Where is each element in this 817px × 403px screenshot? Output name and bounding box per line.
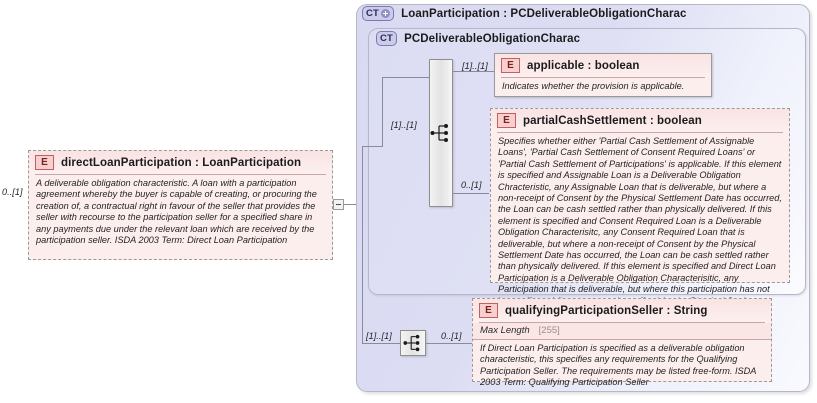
facet-name: Max Length (480, 325, 530, 336)
connector-sequence-to-applicable (453, 71, 495, 72)
connector-upper-to-sequence (382, 77, 430, 78)
element-badge-icon: E (497, 113, 516, 128)
element-description: A deliverable obligation characteristic.… (36, 178, 317, 246)
element-directLoanParticipation[interactable]: E directLoanParticipation : LoanParticip… (28, 150, 333, 260)
complex-type-icon[interactable]: CT (376, 31, 398, 46)
element-partialCashSettlement[interactable]: E partialCashSettlement : boolean Specif… (490, 108, 790, 317)
complex-type-expand-icon[interactable]: CT (362, 6, 395, 21)
element-badge-icon: E (479, 303, 498, 318)
element-title: directLoanParticipation : LoanParticipat… (61, 156, 302, 169)
element-title: partialCashSettlement : boolean (523, 114, 702, 127)
connector-toggle-to-trunk (344, 204, 362, 205)
facet-value: [255] (538, 325, 560, 336)
outer-panel-title: LoanParticipation : PCDeliverableObligat… (401, 7, 687, 20)
element-badge-icon: E (501, 58, 520, 73)
element-description: Specifies whether either 'Partial Cash S… (498, 136, 782, 317)
lower-sequence-cardinality: [1]..[1] (366, 331, 392, 341)
applicable-cardinality: [1]..[1] (462, 61, 488, 71)
left-element-cardinality: 0..[1] (2, 187, 23, 197)
upper-sequence-cardinality: [1]..[1] (391, 120, 417, 130)
connector-branch-upper (362, 146, 382, 147)
element-title: applicable : boolean (527, 59, 640, 72)
sequence-icon-upper[interactable] (429, 59, 453, 207)
plus-icon (381, 9, 391, 18)
qualifying-cardinality: 0..[1] (441, 331, 462, 341)
element-header: E qualifyingParticipationSeller : String (473, 299, 771, 322)
inner-panel-title: PCDeliverableObligationCharac (404, 32, 581, 45)
badge-ct-text: CT (380, 33, 394, 44)
inner-panel-label: CT PCDeliverableObligationCharac (376, 31, 580, 46)
element-header: E applicable : boolean (495, 54, 711, 77)
connector-trunk-vertical (362, 146, 363, 343)
connector-branch-upper-riser (382, 77, 383, 147)
partialcash-cardinality: 0..[1] (461, 180, 482, 190)
element-header: E directLoanParticipation : LoanParticip… (29, 151, 332, 174)
connector-sequence-to-qualifying (426, 343, 472, 344)
badge-ct-text: CT (366, 8, 380, 19)
element-title: qualifyingParticipationSeller : String (505, 304, 708, 317)
sequence-glyph-icon (430, 124, 448, 142)
divider (497, 132, 783, 133)
element-applicable[interactable]: E applicable : boolean Indicates whether… (494, 53, 712, 97)
divider (35, 174, 326, 175)
connector-branch-lower (362, 343, 400, 344)
element-badge-icon: E (35, 155, 54, 170)
element-description: If Direct Loan Participation is specifie… (480, 343, 757, 388)
sequence-glyph-icon (403, 334, 420, 352)
element-description: Indicates whether the provision is appli… (502, 81, 685, 91)
element-qualifyingParticipationSeller[interactable]: E qualifyingParticipationSeller : String… (472, 298, 772, 387)
divider (479, 322, 765, 323)
collapse-toggle-icon[interactable] (333, 199, 344, 210)
element-header: E partialCashSettlement : boolean (491, 109, 789, 132)
divider (473, 339, 771, 340)
facet-max-length: Max Length [255] (473, 323, 771, 339)
outer-panel-label: CT LoanParticipation : PCDeliverableObli… (362, 6, 687, 21)
sequence-icon-lower[interactable] (400, 330, 426, 356)
divider (501, 77, 705, 78)
connector-sequence-to-partialcash (453, 193, 489, 194)
